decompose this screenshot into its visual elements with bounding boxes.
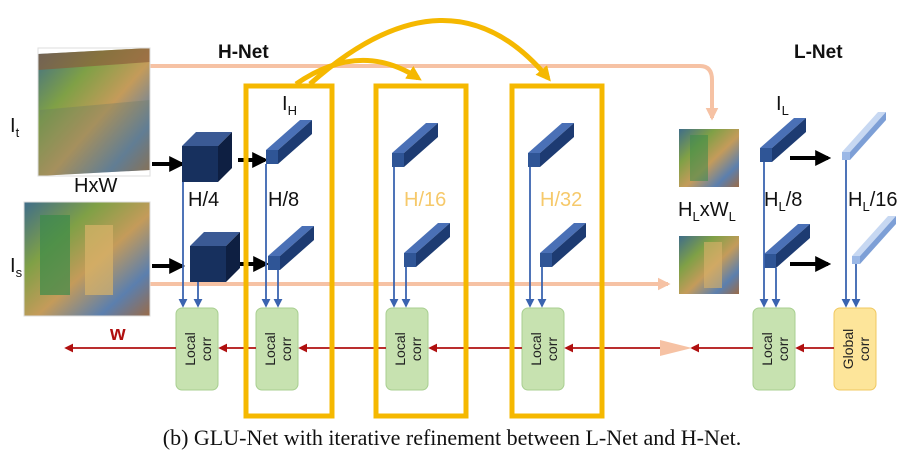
source-image-low-res <box>679 236 739 294</box>
refinement-box-h8 <box>243 83 335 419</box>
target-image-label: It <box>10 115 20 140</box>
scale-label-hl16: HL/16 <box>848 189 898 214</box>
svg-text:Local: Local <box>528 332 544 365</box>
hl8-feature-top <box>760 118 806 162</box>
svg-text:corr: corr <box>544 337 560 361</box>
local-corr-h4: Local corr <box>175 307 219 391</box>
local-corr-hl8: Local corr <box>752 307 796 391</box>
original-size-label: HxW <box>74 175 117 197</box>
feature-to-corr-arrows <box>178 160 861 308</box>
local-corr-h32: Local corr <box>521 307 565 391</box>
scale-label-h8: H/8 <box>268 189 299 211</box>
target-skip-arrow <box>150 64 719 121</box>
svg-text:corr: corr <box>278 337 294 361</box>
h32-feature-bottom <box>540 223 586 267</box>
l-to-h-transfer-arrow <box>660 340 692 356</box>
hl8-feature-bottom <box>764 224 810 268</box>
refinement-box-h32 <box>509 83 605 419</box>
scale-label-hl8: HL/8 <box>764 189 802 214</box>
figure-caption: (b) GLU-Net with iterative refinement be… <box>163 425 742 450</box>
source-image <box>23 201 151 317</box>
scale-label-h4: H/4 <box>188 189 219 211</box>
target-image-low-res <box>679 129 739 187</box>
h16-feature-bottom <box>404 223 450 267</box>
svg-text:corr: corr <box>198 337 214 361</box>
h8-feature-top <box>266 120 312 164</box>
local-corr-h8: Local corr <box>255 307 299 391</box>
svg-text:corr: corr <box>408 337 424 361</box>
svg-text:Local: Local <box>182 332 198 365</box>
global-corr-hl16: Global corr <box>833 307 877 391</box>
iteration-arrow-to-h32 <box>308 18 551 86</box>
svg-text:corr: corr <box>775 337 791 361</box>
flow-label: w <box>109 323 126 345</box>
l-net-input-label: IL <box>776 93 789 118</box>
h16-feature-top <box>392 123 438 167</box>
svg-text:Global: Global <box>840 329 856 369</box>
svg-text:Local: Local <box>262 332 278 365</box>
h-net-title: H-Net <box>218 42 269 63</box>
low-res-size-label: HLxWL <box>678 199 736 224</box>
svg-text:Local: Local <box>392 332 408 365</box>
h8-feature-bottom <box>268 226 314 270</box>
iteration-arrow-to-h16 <box>294 58 422 87</box>
h4-feature-cube-bottom <box>190 232 240 282</box>
h-net-input-label: IH <box>282 93 297 118</box>
l-net-title: L-Net <box>794 42 843 63</box>
h4-feature-cube-top <box>182 132 232 182</box>
local-corr-h16: Local corr <box>385 307 429 391</box>
h32-feature-top <box>528 123 574 167</box>
svg-text:Local: Local <box>759 332 775 365</box>
target-image <box>37 47 151 177</box>
refinement-box-h16 <box>373 83 469 419</box>
source-image-label: Is <box>10 255 23 280</box>
svg-text:corr: corr <box>856 337 872 361</box>
scale-label-h16: H/16 <box>404 189 446 211</box>
scale-label-h32: H/32 <box>540 189 582 211</box>
hl16-feature-top <box>842 112 886 160</box>
hl16-feature-bottom <box>852 216 896 264</box>
